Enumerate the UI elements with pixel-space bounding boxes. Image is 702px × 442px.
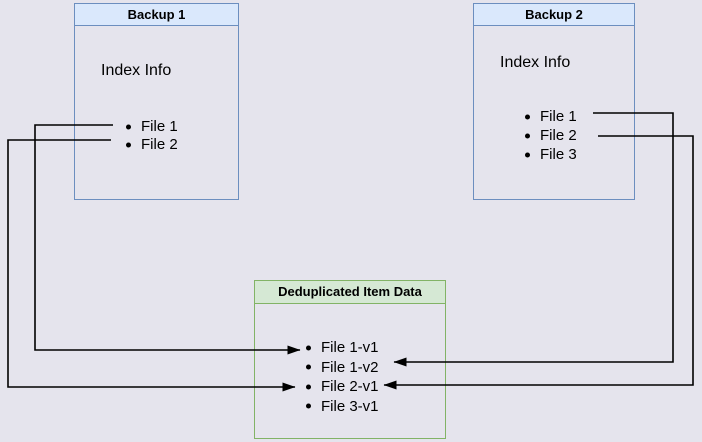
list-item-dedup-file2v1: File 2-v1 (255, 377, 445, 397)
list-item-backup2-file3: File 3 (474, 145, 634, 164)
backup1-box: Backup 1 Index Info File 1 File 2 (74, 3, 239, 200)
list-item-backup2-file1: File 1 (474, 107, 634, 126)
dedup-file-list: File 1-v1 File 1-v2 File 2-v1 File 3-v1 (255, 338, 445, 416)
list-item-dedup-file3v1: File 3-v1 (255, 397, 445, 417)
backup1-title: Backup 1 (75, 4, 238, 26)
backup2-index-info-label: Index Info (500, 54, 571, 71)
list-item-backup1-file1: File 1 (75, 118, 238, 136)
list-item-dedup-file1v2: File 1-v2 (255, 358, 445, 378)
backup2-title: Backup 2 (474, 4, 634, 26)
backup1-index-info-label: Index Info (101, 62, 172, 79)
list-item-dedup-file1v1: File 1-v1 (255, 338, 445, 358)
backup2-file-list: File 1 File 2 File 3 (474, 107, 634, 164)
backup2-box: Backup 2 Index Info File 1 File 2 File 3 (473, 3, 635, 200)
list-item-backup1-file2: File 2 (75, 136, 238, 154)
list-item-backup2-file2: File 2 (474, 126, 634, 145)
dedup-box: Deduplicated Item Data File 1-v1 File 1-… (254, 280, 446, 439)
backup1-file-list: File 1 File 2 (75, 118, 238, 154)
dedup-title: Deduplicated Item Data (255, 281, 445, 304)
